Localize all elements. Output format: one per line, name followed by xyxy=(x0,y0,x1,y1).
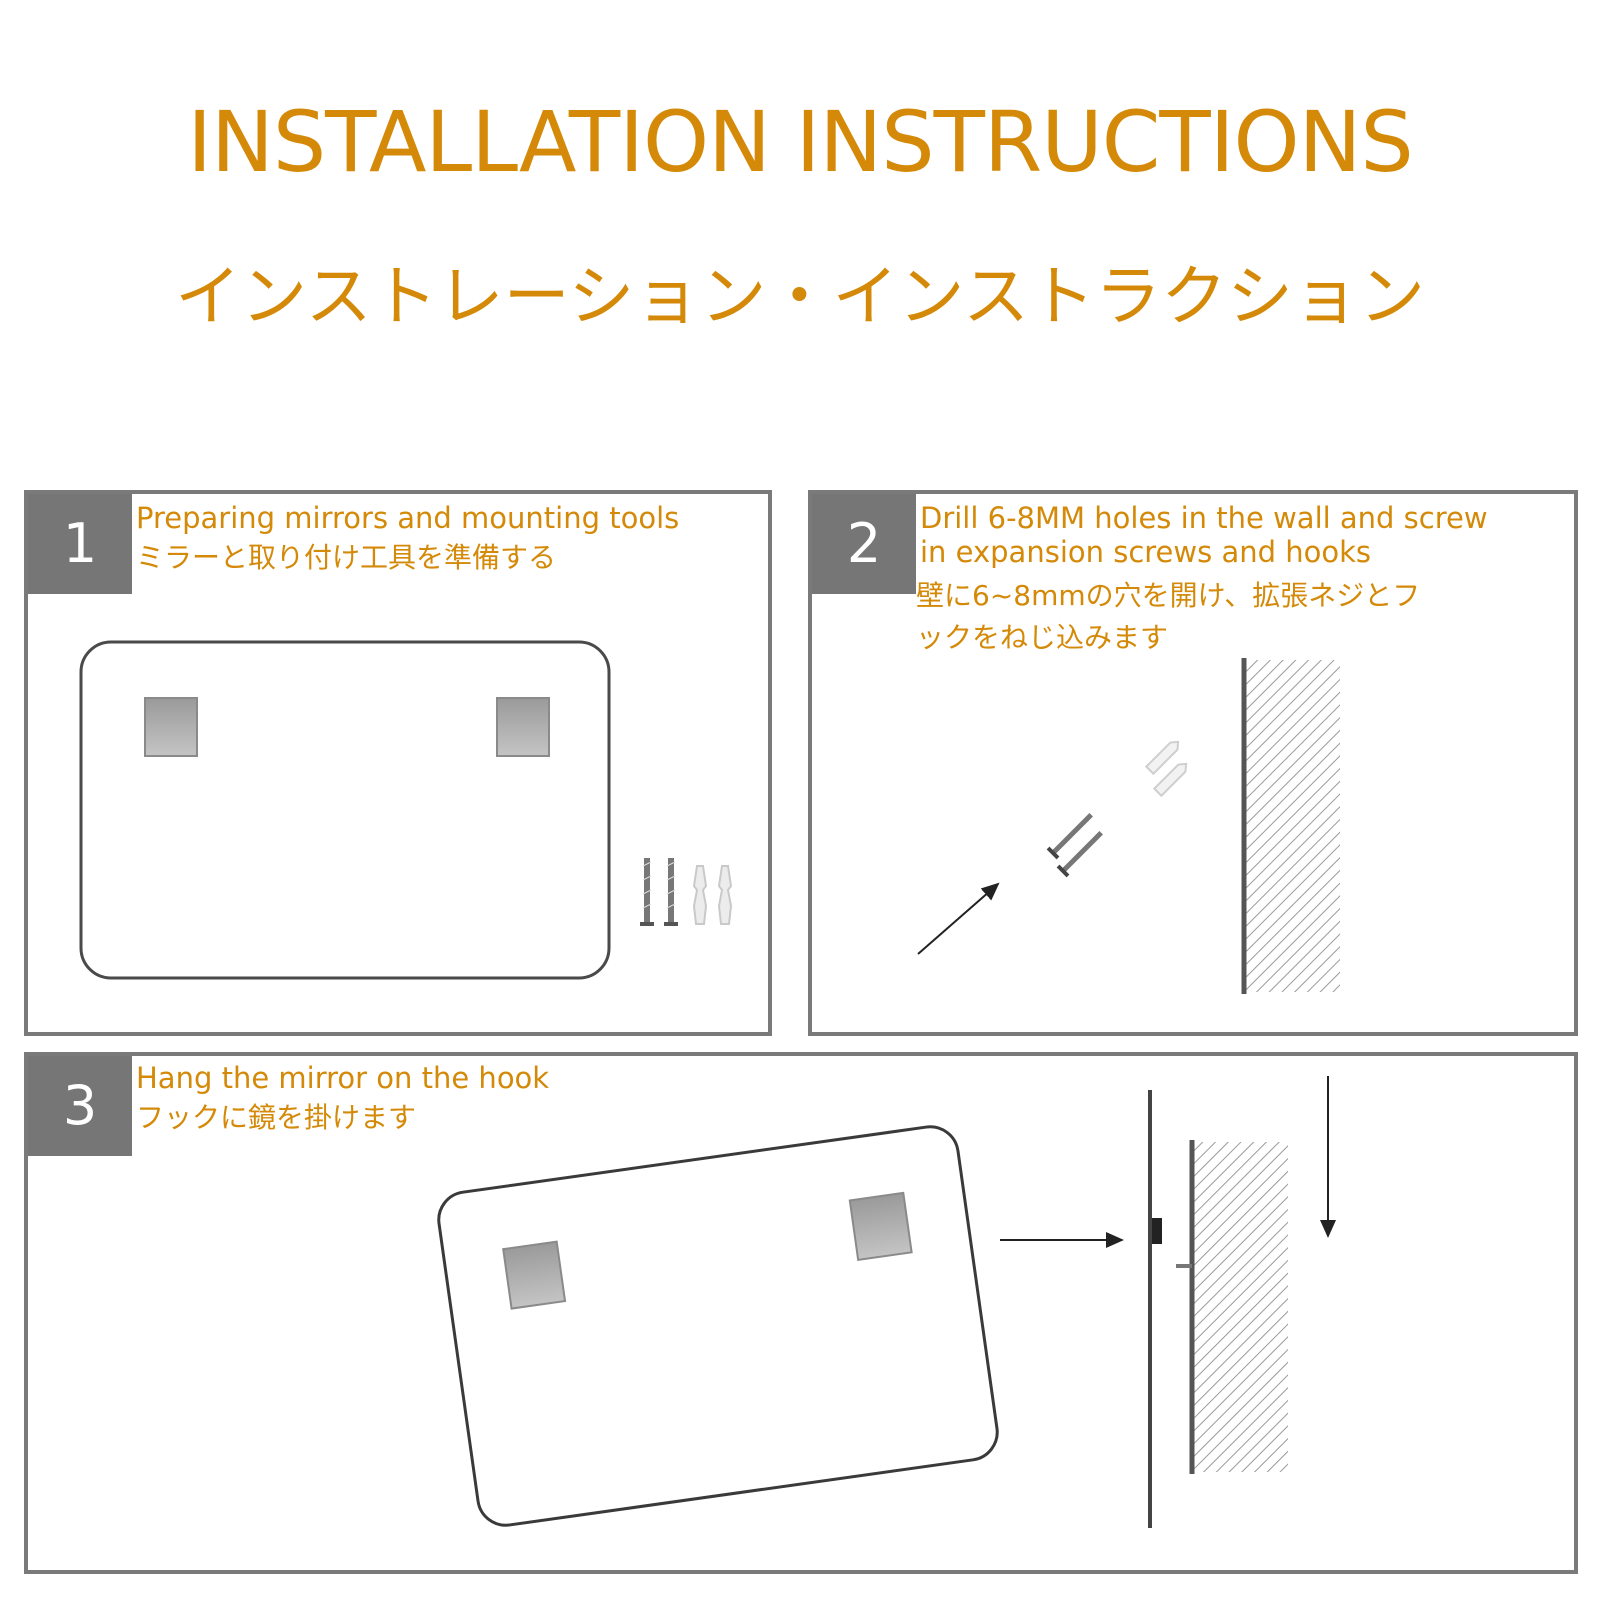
step-1-panel: 1 Preparing mirrors and mounting tools ミ… xyxy=(24,490,772,1036)
screw-icon xyxy=(1046,813,1093,860)
expansion-anchor-icon xyxy=(1152,762,1188,798)
step-2-caption-ja-line1: 壁に6~8mmの穴を開け、拡張ネジとフ xyxy=(916,579,1421,612)
step-3-panel: 3 Hang the mirror on the hook フックに鏡を掛けます xyxy=(24,1052,1578,1574)
arrow-icon xyxy=(917,882,1000,955)
wall-icon xyxy=(1241,658,1340,994)
title-english: INSTALLATION INSTRUCTIONS xyxy=(187,93,1413,191)
step-2-caption-en-line2: in expansion screws and hooks xyxy=(920,535,1371,569)
expansion-anchor-icon xyxy=(717,865,733,925)
step-3-caption-en: Hang the mirror on the hook xyxy=(136,1061,550,1095)
step-2-panel: 2 Drill 6-8MM holes in the wall and scre… xyxy=(808,490,1578,1036)
step-1-number: 1 xyxy=(28,494,132,594)
hook-icon xyxy=(502,1240,567,1310)
expansion-anchor-icon xyxy=(692,865,708,925)
mirror-icon xyxy=(437,1125,999,1527)
step-1-caption-ja: ミラーと取り付け工具を準備する xyxy=(136,541,557,574)
mirror-icon xyxy=(79,640,611,980)
hook-icon xyxy=(496,697,550,757)
screw-icon xyxy=(664,858,678,926)
hook-icon xyxy=(144,697,198,757)
step-2-illustration xyxy=(917,658,1340,994)
step-1-caption-en: Preparing mirrors and mounting tools xyxy=(136,501,680,535)
step-1-illustration xyxy=(79,640,733,980)
wall-icon xyxy=(1189,1140,1288,1474)
screw-icon xyxy=(1056,831,1103,878)
step-2-caption-en-line1: Drill 6-8MM holes in the wall and screw xyxy=(920,501,1488,535)
mirror-side-view-icon xyxy=(1148,1090,1162,1528)
title-japanese: インストレーション・インストラクション xyxy=(174,258,1426,335)
expansion-anchor-icon xyxy=(1144,740,1180,776)
screw-icon xyxy=(640,858,654,926)
step-3-illustration xyxy=(437,1076,1336,1528)
hook-icon xyxy=(848,1191,913,1261)
step-3-number: 3 xyxy=(28,1056,132,1156)
step-3-caption-ja: フックに鏡を掛けます xyxy=(136,1101,417,1134)
step-2-number: 2 xyxy=(812,494,916,594)
step-2-caption-ja-line2: ックをねじ込みます xyxy=(916,621,1169,654)
